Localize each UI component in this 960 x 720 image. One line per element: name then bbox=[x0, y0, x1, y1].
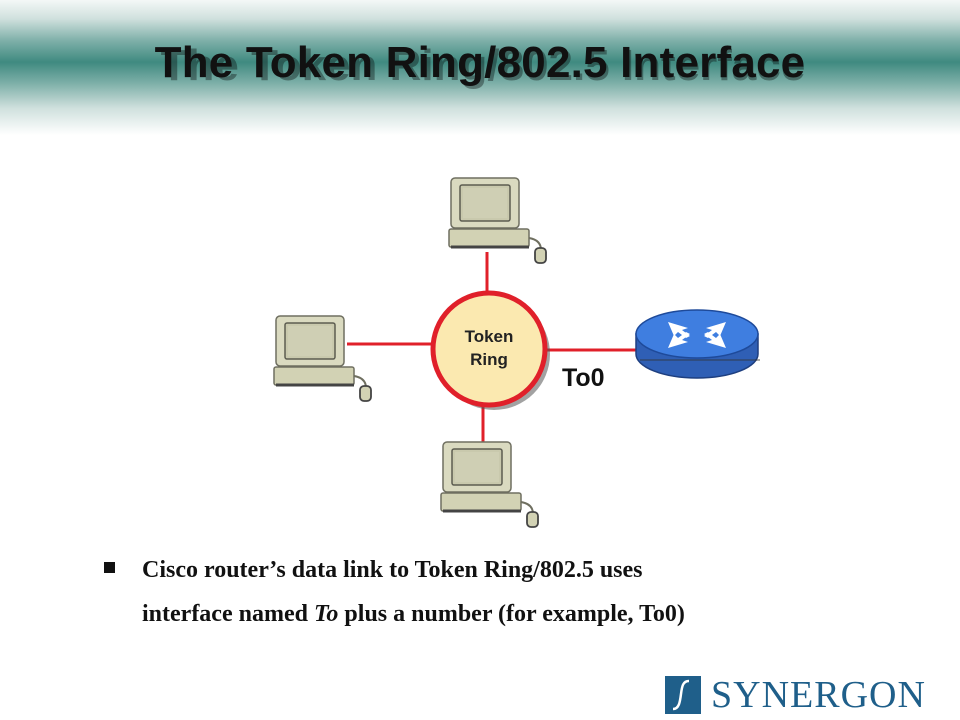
title-shadow: The Token Ring/802.5 Interface bbox=[160, 41, 806, 90]
computer-icon-top bbox=[447, 176, 548, 265]
synergon-logo-mark-icon bbox=[665, 676, 701, 714]
bullet-line1: Cisco router’s data link to Token Ring/8… bbox=[142, 557, 643, 583]
bullet-square-icon bbox=[104, 562, 115, 573]
interface-label: To0 bbox=[562, 364, 605, 392]
computer-icon-left bbox=[272, 314, 373, 403]
router-icon bbox=[635, 309, 760, 379]
slide-title: The Token Ring/802.5 Interface bbox=[154, 38, 806, 87]
ring-label-ring: Ring bbox=[470, 350, 508, 369]
title-banner bbox=[0, 0, 960, 135]
synergon-logo: SYNERGON bbox=[665, 675, 926, 715]
computer-icon-bottom bbox=[439, 440, 540, 529]
bullet-line2-end: plus a number (for example, To0) bbox=[338, 601, 685, 627]
synergon-logo-text: SYNERGON bbox=[711, 674, 926, 716]
ring-label-token: Token bbox=[464, 327, 514, 346]
bullet-line2-italic: To bbox=[313, 601, 339, 627]
bullet-point: Cisco router’s data link to Token Ring/8… bbox=[104, 548, 924, 636]
token-ring-icon bbox=[430, 290, 550, 410]
network-diagram: Token Ring To0 bbox=[272, 176, 760, 529]
bullet-text: Cisco router’s data link to Token Ring/8… bbox=[142, 548, 924, 636]
bullet-line2-start: interface named bbox=[142, 601, 314, 627]
